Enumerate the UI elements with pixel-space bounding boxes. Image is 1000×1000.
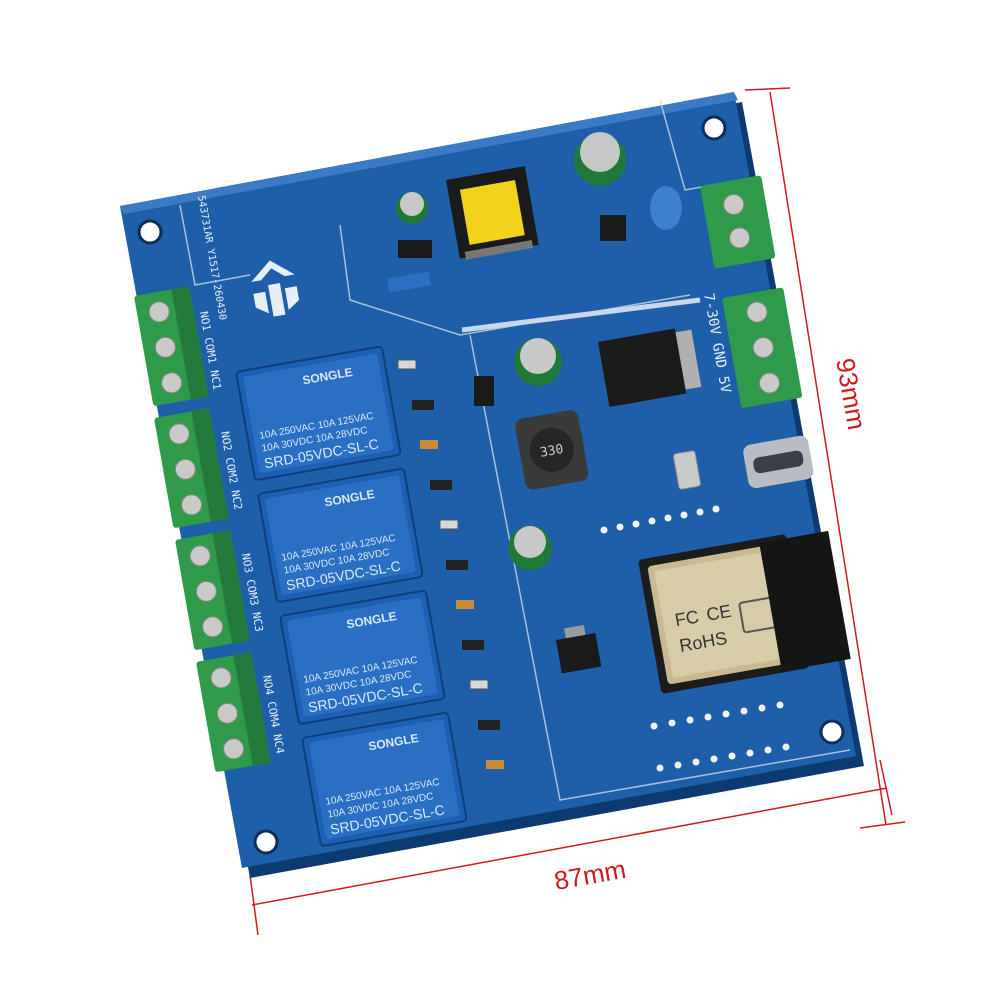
mounting-holes <box>137 115 845 855</box>
capacitor-top <box>574 132 626 186</box>
module-mark-fc: FC <box>673 606 700 630</box>
brand-logo <box>251 260 300 317</box>
relay-1: SONGLE 10A 250VAC 10A 125VAC 10A 30VDC 1… <box>235 345 402 481</box>
pcb-edge-light <box>120 92 738 214</box>
esp32-antenna-area <box>759 530 851 672</box>
width-tick-left <box>249 874 259 936</box>
relay-3: SONGLE 10A 250VAC 10A 125VAC 10A 30VDC 1… <box>279 589 446 725</box>
dc-terminal <box>722 287 803 408</box>
mounting-hole-bl <box>253 829 279 855</box>
terminal-block-1 <box>134 286 209 406</box>
dimension-annotations <box>249 87 906 936</box>
height-tick-top <box>744 87 791 91</box>
height-dimension-line <box>769 91 887 826</box>
relay-4: SONGLE 10A 250VAC 10A 125VAC 10A 30VDC 1… <box>301 711 468 847</box>
mounting-hole-br <box>819 719 845 745</box>
diode-block <box>474 376 494 406</box>
pcb-board: 543731AR Y1517-260430 <box>120 92 864 878</box>
mounting-hole-tr <box>701 115 727 141</box>
transformer <box>446 166 539 260</box>
capacitor-small-1 <box>396 192 428 224</box>
module-mark-ce: CE <box>705 601 733 625</box>
relays: SONGLE 10A 250VAC 10A 125VAC 10A 30VDC 1… <box>235 345 468 847</box>
usb-c-port <box>743 435 814 489</box>
pin-header-bottom <box>650 701 790 772</box>
reset-button <box>673 450 701 490</box>
isolation-slot <box>461 297 701 333</box>
relay-2: SONGLE 10A 250VAC 10A 125VAC 10A 30VDC 1… <box>257 467 424 603</box>
terminal-block-2 <box>154 408 229 528</box>
ac-input-terminal <box>700 175 776 269</box>
inductor-label: 330 <box>539 442 565 461</box>
dcdc-converter: 330 <box>474 328 702 570</box>
inductor: 330 <box>515 410 589 490</box>
blue-component <box>387 271 431 293</box>
relay-terminal-blocks <box>134 286 271 772</box>
pin-header-top <box>600 505 720 534</box>
height-label: 93mm <box>830 356 872 432</box>
ic-diode <box>398 240 432 258</box>
ic-regulator <box>600 215 626 241</box>
height-tick-bottom <box>859 821 906 829</box>
width-label: 87mm <box>552 854 628 896</box>
terminal-block-4 <box>196 652 271 772</box>
y-capacitor <box>650 186 682 230</box>
power-section <box>387 132 682 293</box>
width-tick-right <box>879 759 893 816</box>
terminal-block-3 <box>175 530 250 650</box>
mounting-hole-tl <box>137 219 163 245</box>
smd-components <box>397 359 504 769</box>
width-dimension-line <box>251 787 888 906</box>
ldo-regulator <box>556 624 602 674</box>
buck-ic <box>598 328 702 407</box>
